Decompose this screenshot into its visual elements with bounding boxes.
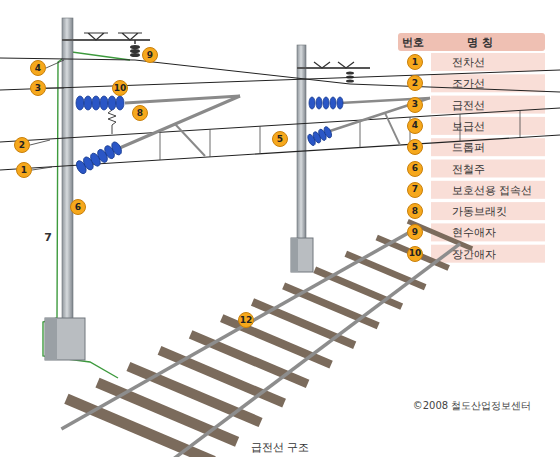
table-number: 4: [407, 118, 423, 134]
dropper-wires: [160, 110, 520, 160]
part-name: 전차선: [452, 57, 485, 68]
callout-number: 9: [142, 47, 158, 63]
leader-lines: [30, 60, 64, 170]
track-sleepers: [66, 221, 472, 457]
stay-insulator: [76, 96, 124, 110]
insulator-shed: [323, 97, 329, 109]
table-row-band: [431, 53, 545, 71]
crossarm: [297, 67, 370, 69]
table-number: 3: [407, 97, 423, 113]
stay-insulator: [309, 97, 343, 109]
insulator-shed: [309, 97, 315, 109]
callout-number: 2: [14, 137, 30, 153]
crossarm: [62, 39, 150, 41]
part-name: 조가선: [452, 78, 485, 89]
insulator-shed: [323, 126, 334, 139]
insulator-shed: [330, 97, 336, 109]
table-row-band: [431, 202, 545, 220]
insulator-shed: [108, 96, 116, 110]
table-number: 6: [407, 161, 423, 177]
part-name: 보호선용 접속선: [452, 184, 533, 195]
part-name: 가동브래킷: [452, 206, 507, 217]
table-header: 번호: [402, 37, 424, 48]
table-header: 명 칭: [467, 37, 493, 48]
part-name: 드롭퍼: [452, 142, 485, 153]
table-row-band: [431, 138, 545, 156]
sleeper: [160, 350, 285, 403]
part-name: 현수애자: [452, 227, 496, 238]
part-name: 장간애자: [452, 248, 496, 259]
pole-foundation-side: [45, 318, 57, 360]
insulator-hanger: [134, 40, 136, 44]
callout-number: 10: [112, 80, 128, 96]
suspension-insulator: [346, 71, 354, 74]
table-row-band: [431, 96, 545, 114]
suspension-insulator: [130, 53, 140, 57]
table-number: 1: [407, 54, 423, 70]
part-name: 보급선: [452, 120, 485, 131]
bracket-tube: [115, 96, 240, 150]
pole-foundation: [45, 318, 85, 360]
table-header-band: [398, 33, 545, 51]
table-number: 2: [407, 75, 423, 91]
sleeper: [191, 334, 308, 384]
stay-insulator: [74, 140, 123, 175]
insulator-shed: [116, 96, 124, 110]
copyright-note: ©2008 철도산업정보센터: [413, 401, 532, 411]
rail: [159, 244, 461, 457]
insulator-shed: [110, 140, 124, 156]
insulator-shed: [76, 96, 84, 110]
feeder-wire: [0, 70, 560, 90]
table-number: 7: [407, 182, 423, 198]
callout-number: 3: [30, 80, 46, 96]
callout-number: 4: [30, 60, 46, 76]
insulator-shed: [84, 96, 92, 110]
part-name: 급전선: [452, 99, 485, 110]
callout-number: 5: [272, 131, 288, 147]
table-row-band: [431, 181, 545, 199]
table-number: 9: [407, 224, 423, 240]
pole: [62, 18, 73, 320]
insulator-shed: [316, 97, 322, 109]
crossarm-support: [314, 62, 354, 68]
callout-number: 8: [132, 105, 148, 121]
callout-number: 6: [70, 199, 86, 215]
callout-number: 1: [16, 162, 32, 178]
insulator-shed: [337, 97, 343, 109]
table-row-band: [431, 117, 545, 135]
crossarm-support: [84, 33, 142, 40]
protective-wire: [43, 52, 130, 378]
suspension-insulator: [130, 49, 140, 53]
sleeper: [377, 238, 449, 268]
callout-number: 12: [238, 312, 254, 328]
steady-arm: [385, 113, 400, 145]
sleeper: [98, 383, 238, 442]
sleeper: [128, 367, 260, 423]
diagram-caption: 급전선 구조: [251, 440, 310, 455]
suspension-insulator: [346, 79, 354, 82]
table-number: 8: [407, 203, 423, 219]
insulator-shed: [92, 96, 100, 110]
part-name: 전철주: [452, 163, 485, 174]
stay-insulator: [306, 126, 333, 147]
suspension-insulator: [130, 45, 140, 49]
insulator-shed: [100, 96, 108, 110]
pole-foundation-side: [291, 238, 298, 272]
table-number: 10: [407, 246, 423, 262]
steady-arm: [175, 124, 205, 156]
rail: [61, 226, 419, 429]
table-number: 5: [407, 139, 423, 155]
pole-foundation: [291, 238, 313, 272]
pole: [297, 45, 306, 241]
table-row-band: [431, 160, 545, 178]
callout-number: 7: [44, 232, 52, 243]
